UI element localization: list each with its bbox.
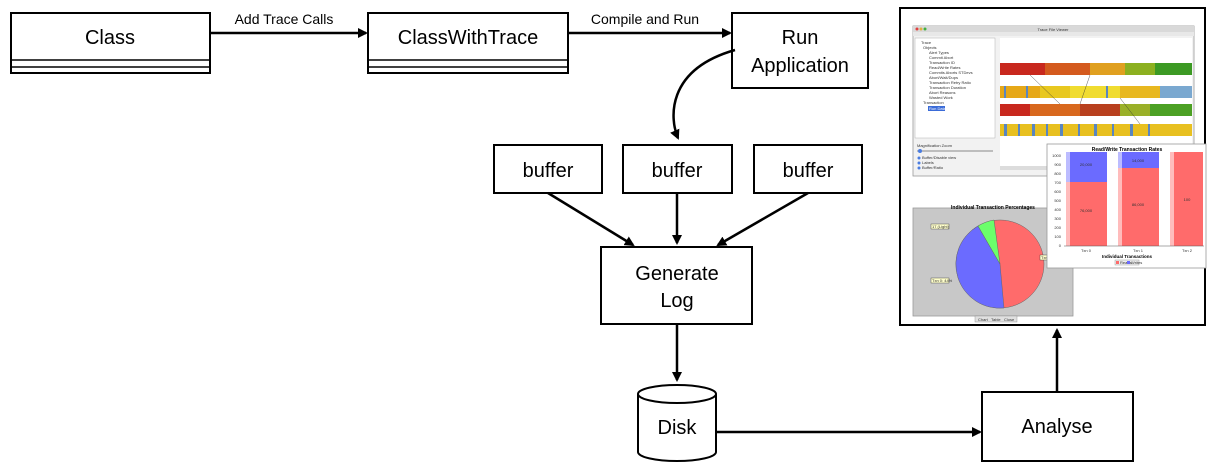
- pie-label: Txn 0: 44%: [932, 278, 953, 283]
- bar-chart-title: Read/Write Transaction Rates: [1092, 147, 1163, 153]
- run-application-node: Run Application: [731, 12, 869, 89]
- class-label: Class: [85, 27, 135, 49]
- bar-value-top: 14,000: [1132, 158, 1145, 163]
- disk-icon: Disk: [637, 384, 717, 462]
- tree-item: Transaction: [923, 100, 944, 105]
- y-tick: 800: [1054, 171, 1061, 176]
- edge-label-add-trace-calls: Add Trace Calls: [235, 11, 334, 27]
- buffer-node-2: buffer: [622, 144, 733, 194]
- y-tick: 400: [1054, 207, 1061, 212]
- buffer-node-1: buffer: [493, 144, 603, 194]
- bar-category: Txn 2: [1182, 248, 1193, 253]
- edge-buffer1-to-generate: [547, 191, 635, 247]
- bar-value-bottom: 100: [1184, 197, 1191, 202]
- buffer-label-3: buffer: [783, 160, 834, 182]
- tree-item: Abort Reasons: [929, 90, 955, 95]
- y-tick: 700: [1054, 180, 1061, 185]
- pie-chart-window: Individual Transaction Percentages 17 (L…: [912, 205, 1074, 323]
- tree-item: Transaction Duration: [929, 85, 966, 90]
- buffer-label-1: buffer: [523, 160, 574, 182]
- tree-item: Read/Write Rates: [929, 65, 961, 70]
- tree-panel: Trace Objects Alert Types Commit Abort T…: [921, 40, 973, 111]
- bar-chart-y-ticks: 1000 900 800 700 600 500 400 300 200 100…: [1052, 153, 1062, 248]
- legend-item: Reads: [1120, 260, 1132, 265]
- tree-item-selected: Run Data: [929, 106, 947, 111]
- tree-item: Commits Aborts STDevs: [929, 70, 973, 75]
- option-label: Buffer/Disable view: [922, 155, 956, 160]
- tree-item: Transaction ID: [929, 60, 955, 65]
- pie-chart-title: Individual Transaction Percentages: [951, 205, 1035, 211]
- tree-item: Wasted Work: [929, 95, 953, 100]
- edge-label-compile-and-run: Compile and Run: [591, 11, 699, 27]
- class-with-trace-label: ClassWithTrace: [398, 27, 538, 49]
- tree-item: Commit Abort: [929, 55, 954, 60]
- bar-value-bottom: 76,000: [1080, 208, 1093, 213]
- y-tick: 100: [1054, 234, 1061, 239]
- edge-run-to-buffer: [670, 48, 736, 140]
- bar-chart-xlabel: Individual Transactions: [1102, 254, 1153, 259]
- pie-button: Chart: [978, 317, 989, 322]
- tree-item: Transaction Retry Ratio: [929, 80, 972, 85]
- run-label-line1: Run: [782, 27, 819, 49]
- y-tick: 500: [1054, 198, 1061, 203]
- pie-button: Close: [1004, 317, 1015, 322]
- pie-label: 17 (Light): [932, 224, 950, 229]
- option-label: Buffer/Ratio: [922, 165, 944, 170]
- edge-add-trace-calls: Add Trace Calls: [210, 11, 368, 38]
- disk-label: Disk: [658, 417, 698, 439]
- viewer-title: Trace File Viewer: [1038, 27, 1070, 32]
- run-label-line2: Application: [751, 55, 849, 77]
- generate-log-node: Generate Log: [600, 246, 753, 325]
- edge-buffer3-to-generate: [716, 191, 809, 247]
- y-tick: 300: [1054, 216, 1061, 221]
- analysis-screenshot: Trace File Viewer Trace Objects Alert Ty…: [899, 7, 1207, 326]
- generate-label-line1: Generate: [635, 263, 718, 285]
- bar-chart-window: Read/Write Transaction Rates 1000 900 80…: [1046, 143, 1207, 269]
- bar-category: Txn 1: [1133, 248, 1144, 253]
- generate-label-line2: Log: [660, 290, 693, 312]
- bar-category: Txn 0: [1081, 248, 1092, 253]
- buffer-label-2: buffer: [652, 160, 703, 182]
- pie-button: Table: [991, 317, 1001, 322]
- y-tick: 1000: [1052, 153, 1062, 158]
- legend-item: Writes: [1131, 260, 1142, 265]
- class-node: Class: [10, 12, 211, 74]
- bar-value-top: 20,000: [1080, 162, 1093, 167]
- analyse-label: Analyse: [1021, 416, 1092, 438]
- y-tick: 0: [1059, 243, 1062, 248]
- class-with-trace-node: ClassWithTrace: [367, 12, 569, 74]
- bar-value-bottom: 86,000: [1132, 202, 1145, 207]
- analyse-node: Analyse: [981, 391, 1134, 462]
- option-label: Labels: [922, 160, 934, 165]
- slider-label: Magnification Zoom: [917, 143, 953, 148]
- tree-item: Objects: [923, 45, 937, 50]
- tree-item: Abort/Wait/Dups: [929, 75, 958, 80]
- tree-item: Alert Types: [929, 50, 949, 55]
- y-tick: 600: [1054, 189, 1061, 194]
- edge-compile-and-run: Compile and Run: [568, 11, 732, 38]
- y-tick: 900: [1054, 162, 1061, 167]
- tree-item: Trace: [921, 40, 932, 45]
- y-tick: 200: [1054, 225, 1061, 230]
- buffer-node-3: buffer: [753, 144, 863, 194]
